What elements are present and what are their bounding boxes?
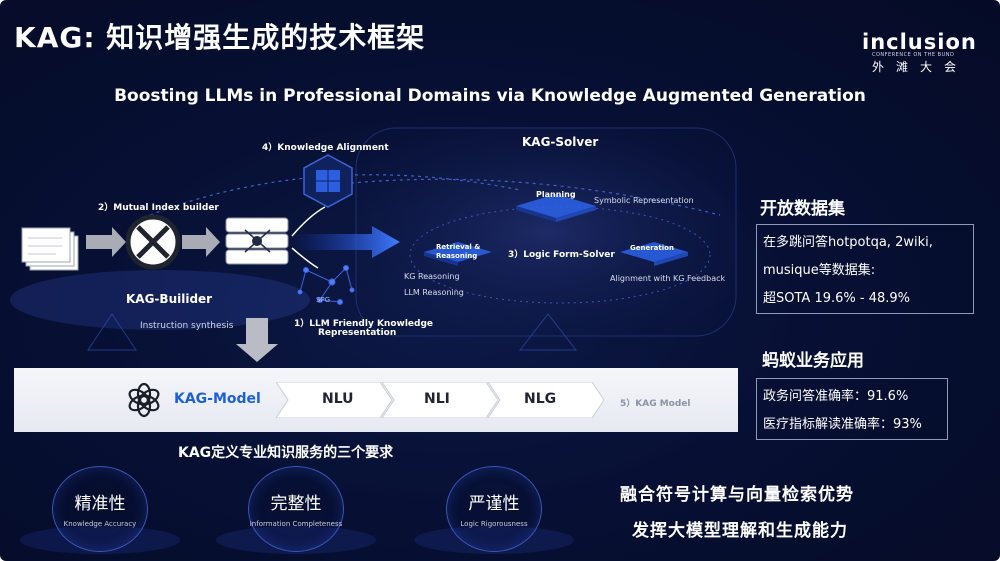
llm-friendly-label: 1）LLM Friendly Knowledge	[294, 319, 434, 329]
flow-arrow	[86, 227, 126, 257]
builder-glow	[10, 270, 310, 330]
retrieval-label: Retrieval &	[436, 243, 481, 251]
ant-business-line-1: 政务问答准确率：91.6%	[763, 389, 909, 404]
stage-nlu: NLU	[322, 391, 354, 407]
spg-label: SPG	[316, 296, 331, 304]
open-datasets-heading: 开放数据集	[760, 199, 845, 219]
white-arrow	[291, 206, 326, 237]
orbit-arc-2	[329, 178, 721, 216]
ant-business-box: 政务问答准确率：91.6% 医疗指标解读准确率：93%	[756, 378, 948, 440]
logic-form-solver-label: 3）Logic Form-Solver	[508, 250, 615, 260]
reasoning-label: Reasoning	[436, 252, 478, 260]
model-stage-chevrons	[276, 382, 605, 418]
ant-business-heading: 蚂蚁业务应用	[762, 351, 864, 371]
retrieval-platform	[424, 242, 492, 266]
requirement-accuracy-cn: 精准性	[74, 494, 126, 514]
flow-arrow	[182, 227, 220, 257]
solver-orbit	[409, 206, 711, 304]
chevron-nlg	[487, 382, 605, 418]
white-arrow	[291, 247, 319, 269]
logo-text: inclusion	[862, 30, 977, 54]
kag-builder-label: KAG-Builider	[126, 292, 213, 306]
representation-label: Representation	[318, 328, 397, 338]
planning-platform	[516, 194, 596, 222]
mutual-index-icon	[125, 214, 181, 270]
requirement-completeness-cn: 完整性	[270, 494, 322, 514]
knowledge-alignment-label: 4）Knowledge Alignment	[262, 143, 389, 153]
open-datasets-box: 在多跳问答hotpotqa, 2wiki, musique等数据集: 超SOTA…	[756, 224, 974, 314]
slide-subtitle: Boosting LLMs in Professional Domains vi…	[114, 86, 866, 106]
requirement-accuracy-en: Knowledge Accuracy	[63, 520, 137, 528]
requirement-completeness: 完整性 Information Completeness	[248, 466, 344, 552]
logo-chinese: 外滩大会	[872, 60, 969, 74]
instruction-synthesis-label: Instruction synthesis	[140, 321, 234, 331]
kag-solver-title: KAG-Solver	[522, 135, 599, 149]
requirement-rigorousness-en: Logic Rigorousness	[460, 520, 528, 528]
kag-model-label: KAG-Model	[174, 391, 261, 407]
summary-line-2: 发挥大模型理解和生成能力	[632, 521, 848, 541]
mutual-index-label: 2）Mutual Index builder	[98, 203, 219, 213]
symbolic-representation-label: Symbolic Representation	[594, 196, 694, 205]
openai-knot-icon	[128, 382, 160, 418]
light-beam	[518, 313, 578, 351]
stage-nlg: NLG	[524, 391, 557, 407]
down-arrow	[236, 318, 278, 362]
summary-line-1: 融合符号计算与向量检索优势	[620, 485, 854, 505]
stage-nli: NLI	[424, 391, 450, 407]
big-blue-arrow	[292, 226, 400, 258]
solver-panel	[355, 127, 737, 337]
chevron-nli	[381, 382, 499, 418]
planning-label: Planning	[536, 190, 576, 199]
requirement-rigorousness: 严谨性 Logic Rigorousness	[446, 466, 542, 552]
documents-icon	[21, 227, 79, 271]
requirement-rigorousness-cn: 严谨性	[468, 494, 520, 514]
llm-reasoning-label: LLM Reasoning	[404, 288, 464, 297]
kg-reasoning-label: KG Reasoning	[404, 272, 460, 281]
alignment-feedback-label: Alignment with KG Feedback	[610, 274, 726, 283]
requirements-heading: KAG定义专业知识服务的三个要求	[178, 445, 394, 461]
requirement-completeness-en: Information Completeness	[249, 520, 343, 528]
knowledge-graph-icon	[297, 265, 355, 305]
database-icon	[225, 217, 289, 265]
open-datasets-line-2: musique等数据集:	[763, 263, 876, 278]
chevron-nlu	[276, 382, 393, 418]
logo-subtext: CONFERENCE ON THE BUND	[872, 52, 955, 58]
generation-platform	[620, 242, 688, 266]
open-datasets-line-3: 超SOTA 19.6% - 48.9%	[763, 291, 910, 306]
light-beam	[87, 313, 137, 351]
generation-label: Generation	[630, 244, 674, 252]
kag-model-step-label: 5）KAG Model	[620, 399, 691, 409]
cube-icon	[303, 154, 353, 208]
page-title: KAG: 知识增强生成的技术框架	[14, 21, 426, 54]
ant-business-line-2: 医疗指标解读准确率：93%	[763, 417, 922, 432]
requirement-accuracy: 精准性 Knowledge Accuracy	[52, 466, 148, 552]
open-datasets-line-1: 在多跳问答hotpotqa, 2wiki,	[763, 235, 933, 250]
